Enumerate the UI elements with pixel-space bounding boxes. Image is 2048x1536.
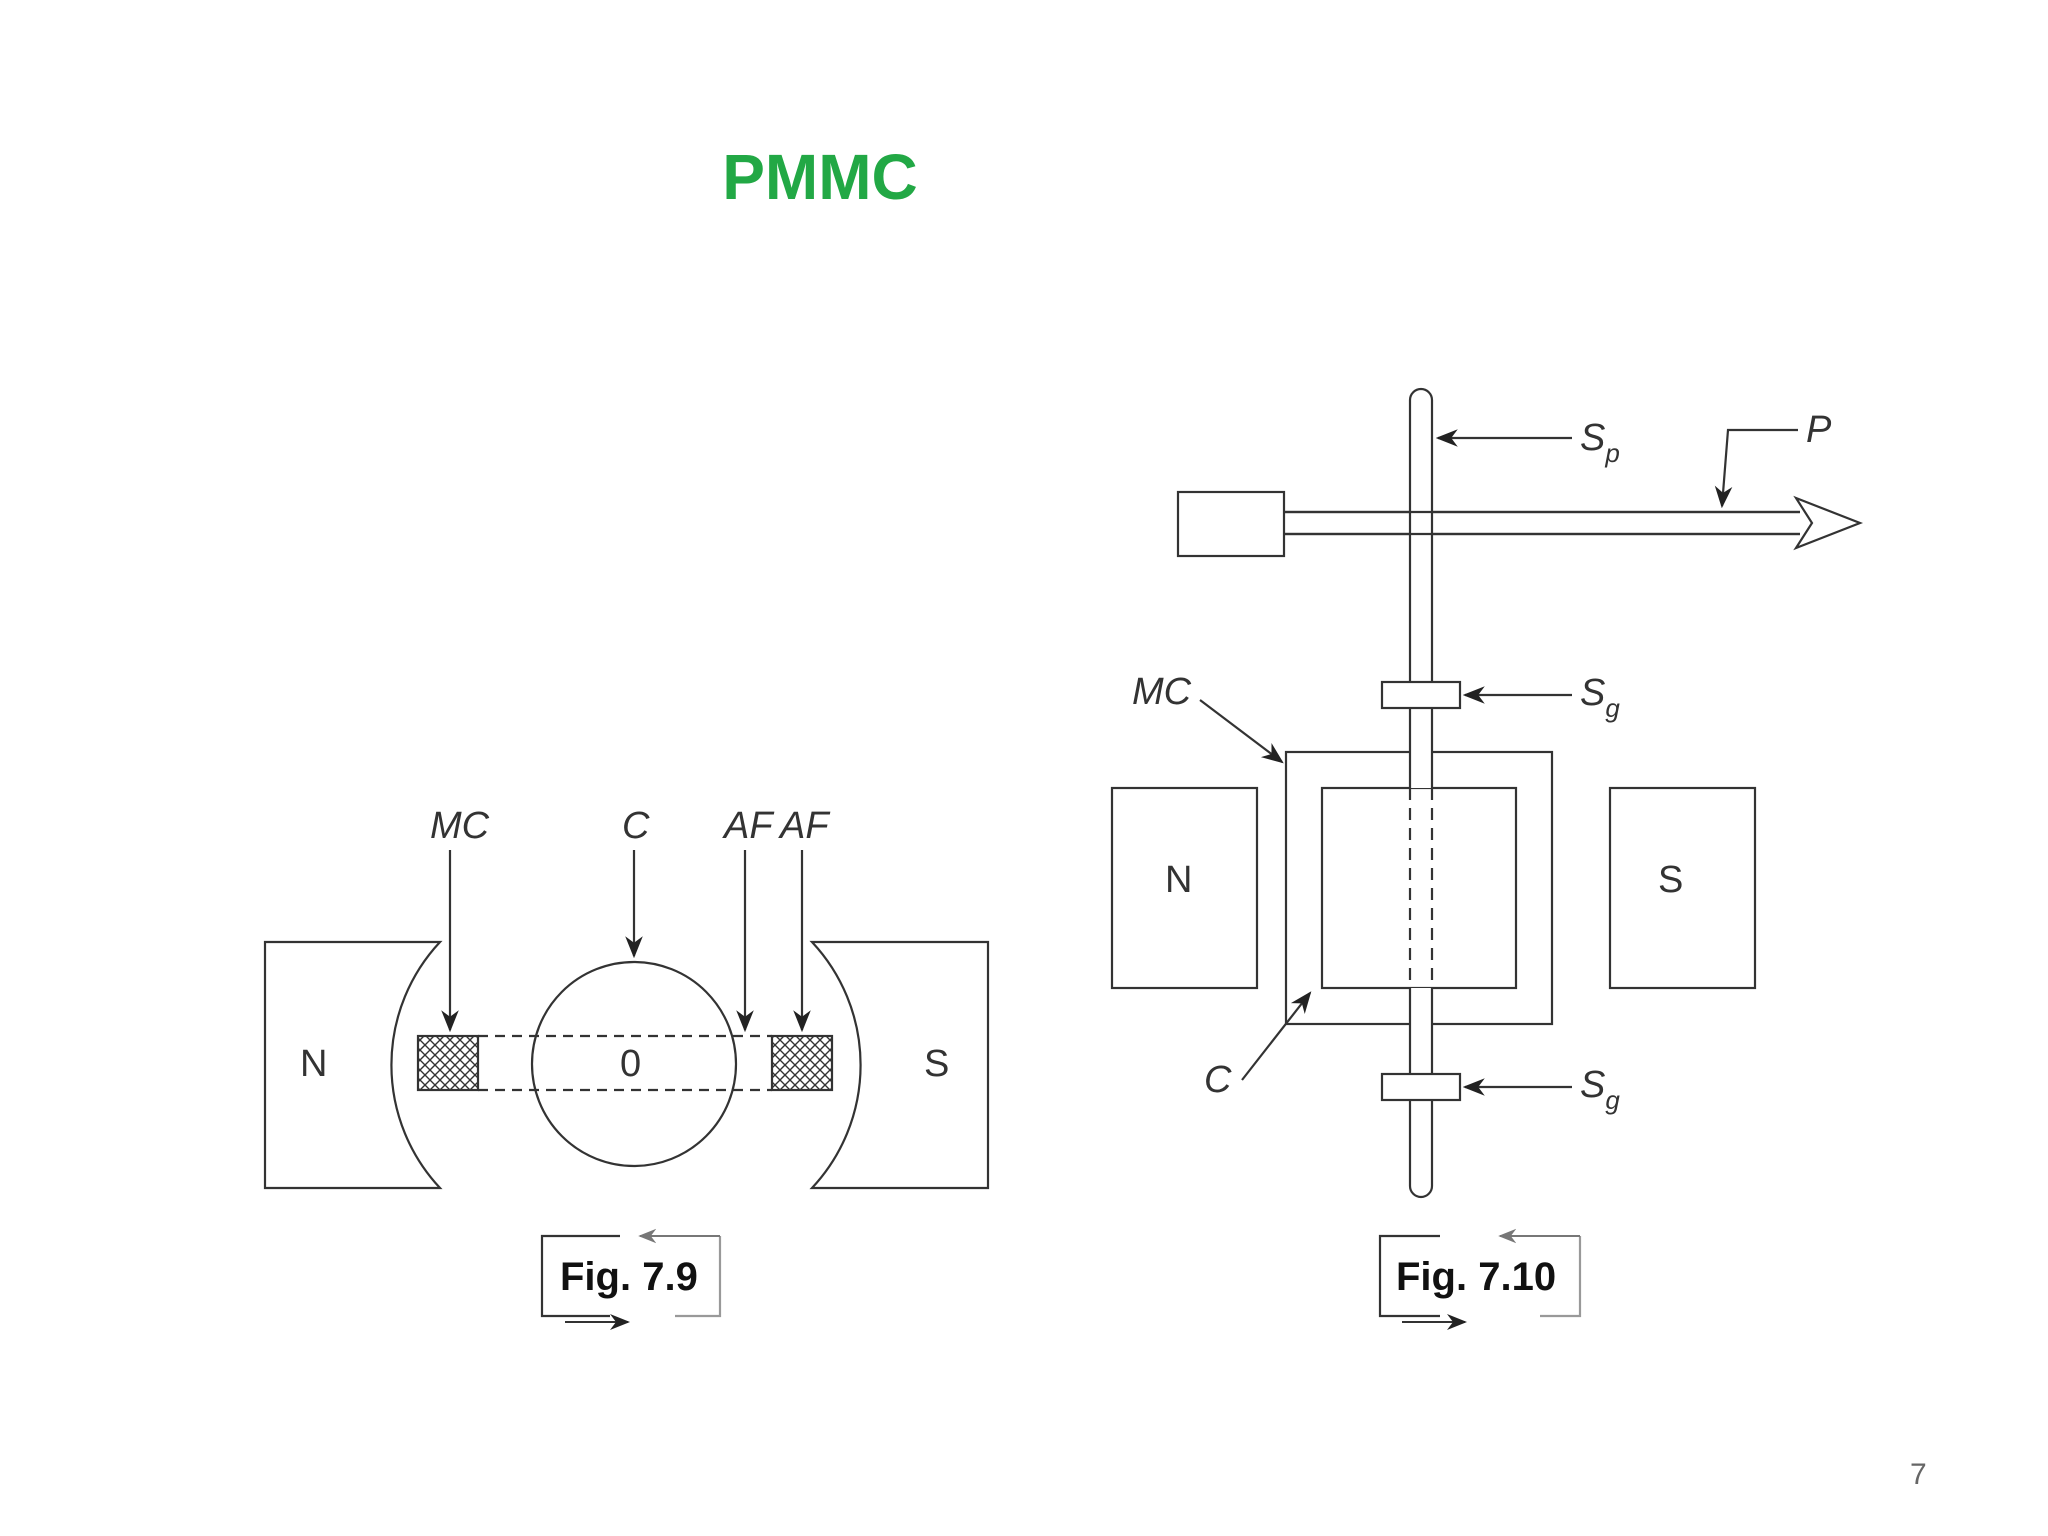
label-sg-top: Sg: [1580, 672, 1620, 723]
label-south-fig2: S: [1658, 859, 1683, 901]
page-number: 7: [1910, 1458, 1927, 1491]
pointer-arrowhead: [1793, 495, 1864, 551]
label-core-fig2: C: [1204, 1059, 1232, 1101]
label-sp: Sp: [1580, 417, 1620, 468]
south-pole-magnet: [809, 940, 990, 1190]
coil-section-left: [416, 1034, 480, 1092]
figure-7-10: [1110, 387, 1864, 1199]
coil-section-right: [770, 1034, 834, 1092]
north-pole-block: [1110, 786, 1259, 990]
spindle-top: [1408, 387, 1434, 788]
label-north-fig2: N: [1165, 859, 1192, 901]
figure-7-9: [263, 850, 990, 1190]
label-pointer: P: [1806, 409, 1832, 451]
caption-box-fig-7-9: [540, 1228, 722, 1330]
caption-fig-7-9: Fig. 7.9: [560, 1255, 698, 1299]
caption-fig-7-10: Fig. 7.10: [1396, 1255, 1556, 1299]
mc-arrow-fig2: [1199, 699, 1284, 764]
label-mc-fig1: MC: [430, 805, 490, 847]
label-north-fig1: N: [300, 1043, 327, 1085]
p-arrow: [1714, 428, 1798, 509]
label-south-fig1: S: [924, 1043, 949, 1085]
caption-box-fig-7-10: [1378, 1228, 1582, 1330]
label-sg-bottom: Sg: [1580, 1064, 1620, 1115]
slide-title: PMMC: [722, 141, 918, 213]
core-arrow-fig2: [1241, 991, 1312, 1081]
label-af-1: AF: [722, 805, 774, 847]
label-mc-fig2: MC: [1132, 671, 1192, 713]
label-af-2: AF: [778, 805, 830, 847]
south-pole-block: [1608, 786, 1757, 990]
label-core-fig1: C: [622, 805, 650, 847]
spring-bottom: [1380, 1072, 1462, 1102]
north-pole-magnet: [263, 940, 443, 1190]
label-center-fig1: 0: [620, 1043, 641, 1085]
spring-top: [1380, 680, 1462, 710]
counterweight-block: [1176, 490, 1286, 558]
inner-core: [1320, 786, 1518, 990]
core-circle: [530, 960, 738, 1168]
